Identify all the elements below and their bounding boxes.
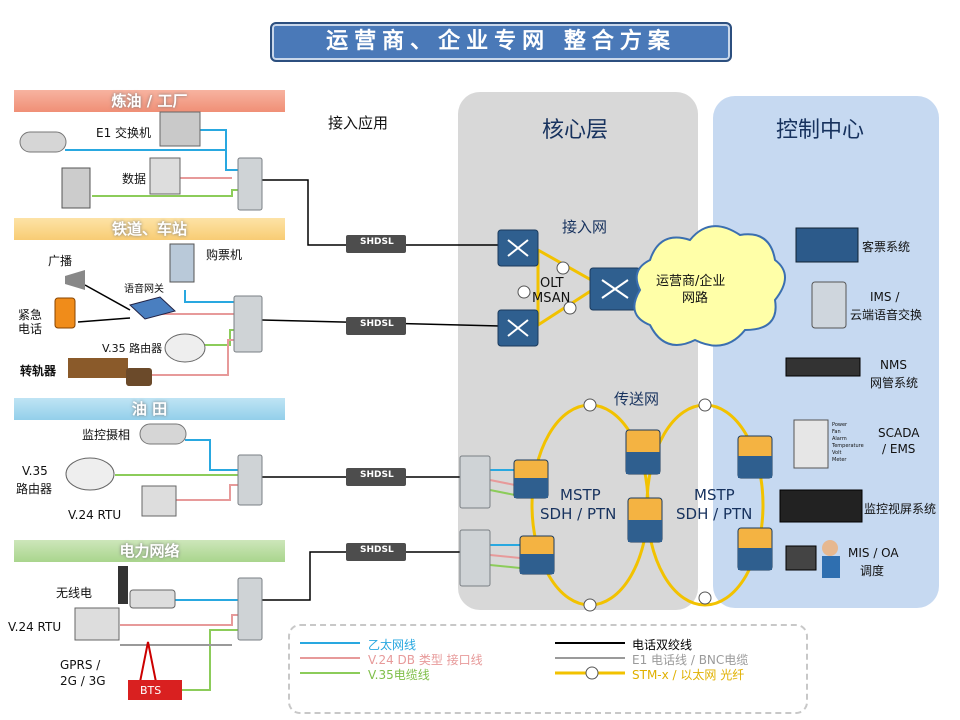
agg-unit-1 — [459, 455, 491, 509]
v24-rtu-oil-label: V.24 RTU — [68, 508, 122, 522]
line-e1-ethernet — [200, 129, 227, 165]
agg-unit-2 — [459, 529, 491, 587]
access-unit-4 — [237, 577, 263, 641]
gprs-label-2: 2G / 3G — [60, 674, 106, 688]
control-center-label: 控制中心 — [776, 118, 865, 143]
emergency-label-1: 紧急 — [18, 308, 43, 322]
legend-phone: 电话双绞线 — [632, 638, 693, 652]
mis-label-1: MIS / OA — [848, 546, 899, 560]
mstp-label-1: MSTP — [560, 486, 601, 504]
mis-label-2: 调度 — [860, 564, 885, 578]
rack-label-temperature: Temperature — [832, 443, 864, 449]
transport-net-label: 传送网 — [614, 390, 660, 408]
e1-switch-label: E1 交换机 — [96, 126, 152, 140]
shdsl-label-2: SHDSL — [360, 319, 394, 329]
line-v35-router — [200, 329, 236, 346]
cloud-shape — [633, 225, 786, 347]
section-banner-railway: 铁道、车站 — [14, 218, 285, 240]
section-banner-power: 电力网络 — [14, 540, 285, 562]
wireless-label: 无线电 — [56, 586, 93, 600]
access-unit-2 — [233, 295, 263, 353]
scada-label-1: SCADA — [878, 426, 920, 440]
shdsl-label-4: SHDSL — [360, 545, 394, 555]
line-switch — [150, 339, 236, 376]
ticket-machine-label: 购票机 — [206, 248, 243, 262]
sdh-label-1: SDH / PTN — [540, 505, 617, 523]
v35-label-1: V.35 — [22, 464, 48, 478]
v35-label-2: 路由器 — [16, 482, 53, 496]
legend-stm: STM-x / 以太网 光纤 — [632, 668, 745, 682]
line-emergency — [77, 317, 131, 323]
rack-label-power: Power — [832, 422, 848, 428]
gprs-label-1: GPRS / — [60, 658, 101, 672]
legend-v24: V.24 DB 类型 接口线 — [368, 653, 483, 667]
nms-label-2: 网管系统 — [870, 376, 919, 390]
cloud-label-2: 网路 — [682, 291, 709, 306]
section-banner-refinery: 炼油 / 工厂 — [14, 90, 285, 112]
emergency-label-2: 电话 — [18, 322, 43, 336]
cloud-label: 运营商/企业 — [656, 274, 726, 289]
rack-label-alarm: Alarm — [832, 436, 847, 442]
access-app-label: 接入应用 — [328, 114, 389, 132]
voice-gateway-label: 语音网关 — [124, 284, 164, 295]
legend — [288, 624, 808, 714]
control-center-panel — [713, 96, 939, 608]
page-title: 运营商、企业专网 整合方案 — [270, 22, 732, 62]
camera-label: 监控摄相 — [82, 428, 131, 442]
shdsl-label-1: SHDSL — [360, 237, 394, 247]
access-unit-1 — [237, 157, 263, 211]
video-system-label: 监控视屏系统 — [864, 502, 937, 516]
rack-status-labels: Power Fan Alarm Temperature Volt Meter — [832, 422, 864, 464]
mstp-label-2: MSTP — [694, 486, 735, 504]
ims-label-1: IMS / — [870, 290, 900, 304]
billing-system-label: 客票系统 — [862, 240, 911, 254]
ims-label-2: 云端语音交换 — [850, 308, 923, 322]
line-bts — [180, 629, 240, 691]
scada-label-2: / EMS — [882, 442, 916, 456]
line-oil-camera — [185, 439, 240, 471]
rail-switch-label: 转轨器 — [20, 364, 57, 378]
data-label: 数据 — [122, 172, 147, 186]
access-unit-3 — [237, 454, 263, 506]
line-power-rtu — [120, 614, 240, 626]
nms-label-1: NMS — [880, 358, 907, 372]
device-icons — [19, 111, 206, 700]
broadcast-label: 广播 — [48, 254, 73, 268]
rack-label-volt: Volt — [832, 450, 842, 456]
legend-e1: E1 电话线 / BNC电缆 — [632, 653, 749, 667]
olt-label: OLT — [540, 276, 564, 291]
sdh-label-2: SDH / PTN — [676, 505, 753, 523]
line-atm-v35 — [92, 189, 240, 197]
legend-v35: V.35电缆线 — [368, 668, 430, 682]
rack-label-fan: Fan — [832, 429, 841, 435]
v35-router-rail-label: V.35 路由器 — [102, 342, 163, 355]
rack-label-meter: Meter — [832, 457, 847, 463]
v24-rtu-power-label: V.24 RTU — [8, 620, 62, 634]
access-net-label: 接入网 — [562, 218, 608, 236]
line-ticket — [184, 290, 236, 303]
msan-label: MSAN — [532, 291, 571, 306]
line-oil-rtu — [175, 484, 240, 501]
bts-label: BTS — [140, 684, 162, 697]
line-broadcast — [84, 284, 131, 311]
control-icons — [779, 227, 863, 578]
section-banner-oilfield: 油 田 — [14, 398, 285, 420]
legend-ethernet: 乙太网线 — [368, 638, 417, 652]
core-layer-label: 核心层 — [542, 118, 609, 143]
shdsl-label-3: SHDSL — [360, 470, 394, 480]
